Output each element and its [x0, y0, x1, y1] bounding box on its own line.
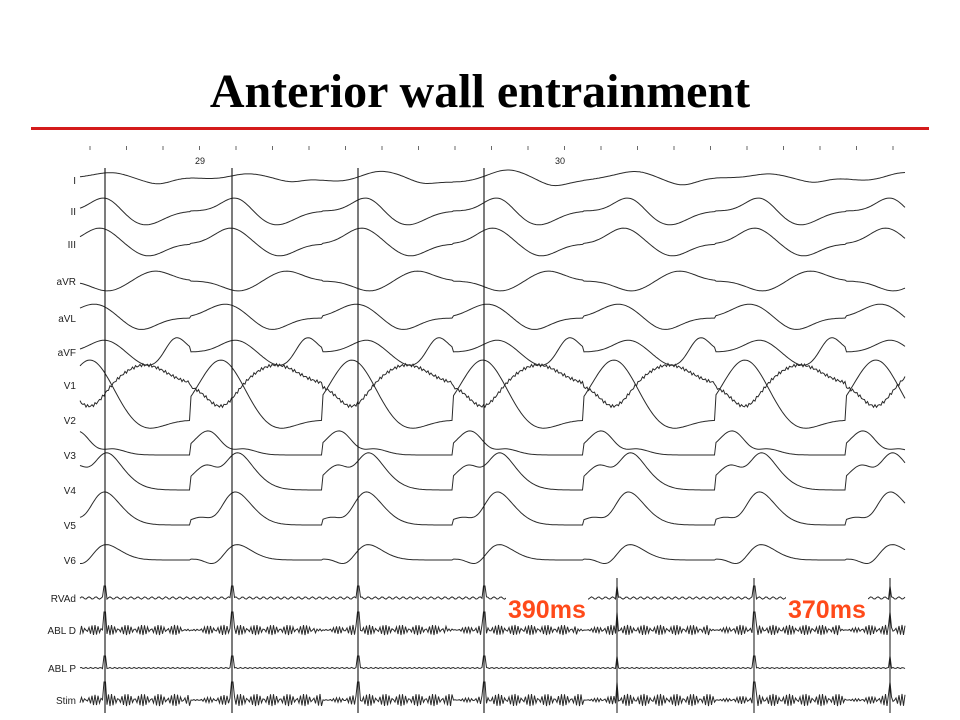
stimulus-lines: [104, 168, 891, 713]
interval-annotation-370ms: 370ms: [786, 596, 868, 624]
timeline-ruler: 29 30: [89, 146, 894, 166]
lead-label-avf: aVF: [58, 348, 76, 359]
trace-stim: [79, 681, 906, 707]
trace-v1: [79, 362, 906, 409]
trace-ii: [79, 197, 906, 226]
lead-label-stim: Stim: [56, 696, 76, 707]
trace-avr: [79, 270, 906, 292]
trace-v3: [79, 430, 906, 456]
lead-label-v5: V5: [64, 521, 77, 532]
lead-label-avr: aVR: [57, 277, 76, 288]
trace-avl: [79, 303, 906, 330]
trace-v4: [79, 452, 906, 491]
lead-label-abl-d: ABL D: [47, 626, 76, 637]
beat-marker-label: 29: [195, 156, 205, 166]
trace-iii: [79, 227, 906, 257]
trace-avf: [79, 337, 906, 366]
lead-traces: [79, 169, 906, 707]
lead-label-abl-p: ABL P: [48, 664, 76, 675]
beat-marker-label: 30: [555, 156, 565, 166]
lead-label-v6: V6: [64, 556, 77, 567]
trace-v2: [79, 359, 906, 429]
trace-abl-d: [79, 611, 906, 636]
lead-label-ii: II: [70, 207, 76, 218]
interval-annotation-390ms: 390ms: [506, 596, 588, 624]
lead-label-v4: V4: [64, 486, 77, 497]
lead-label-v1: V1: [64, 381, 77, 392]
lead-label-v2: V2: [64, 416, 77, 427]
lead-label-v3: V3: [64, 451, 77, 462]
lead-label-i: I: [73, 176, 76, 187]
slide-title: Anterior wall entrainment: [209, 65, 751, 118]
trace-rvad: [79, 585, 906, 601]
trace-v6: [80, 544, 906, 565]
title-divider: [31, 127, 929, 130]
lead-label-iii: III: [68, 240, 76, 251]
trace-abl-p: [79, 655, 906, 670]
lead-label-rvad: RVAd: [51, 594, 76, 605]
lead-label-avl: aVL: [58, 314, 76, 325]
trace-v5: [79, 491, 906, 526]
trace-i: [79, 169, 906, 187]
